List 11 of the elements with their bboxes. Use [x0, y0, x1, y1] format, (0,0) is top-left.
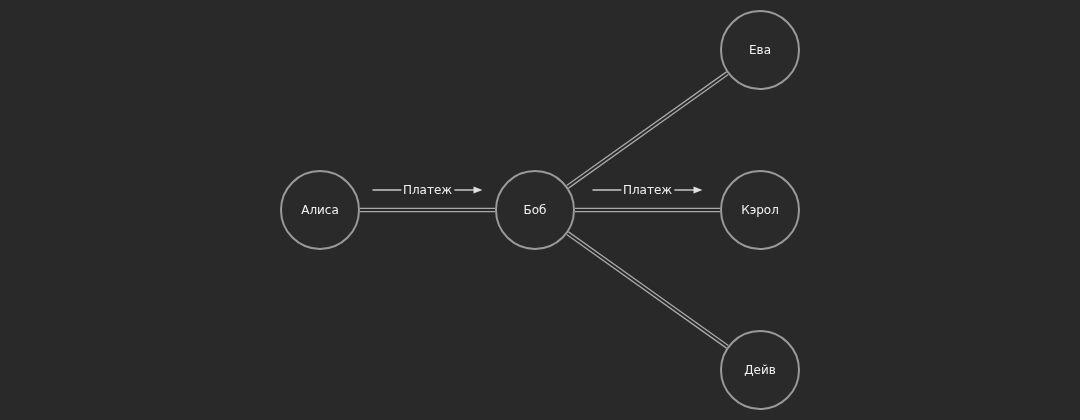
node-label: Дейв [744, 363, 776, 377]
node-label: Алиса [301, 203, 339, 217]
double-line-connector [566, 231, 729, 349]
node-label: Ева [749, 43, 771, 57]
node-label: Боб [523, 203, 547, 217]
node-label: Кэрол [741, 203, 779, 217]
edge-label: Платеж [620, 183, 675, 197]
double-line-connector [574, 207, 721, 213]
edge-label: Платеж [400, 183, 455, 197]
double-line-connector [566, 71, 729, 189]
double-line-connector [359, 207, 496, 213]
